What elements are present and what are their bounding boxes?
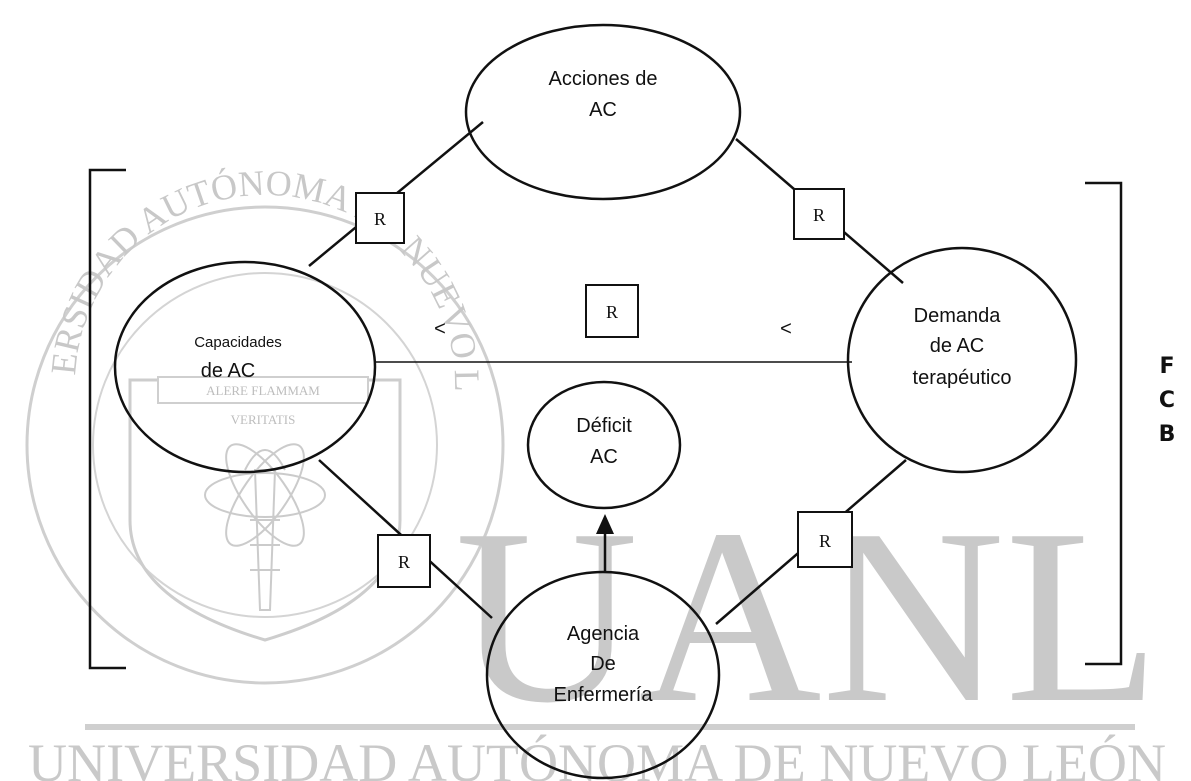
node-agencia-line1: Agencia: [567, 623, 640, 645]
r-label: R: [374, 209, 386, 229]
node-agencia-line2: De: [590, 653, 616, 675]
node-capacidades: Capacidades de AC: [113, 260, 377, 474]
r-label: R: [606, 302, 618, 322]
side-label: F C B: [1159, 354, 1176, 447]
side-label-c: C: [1159, 388, 1175, 413]
less-than-left: <: [434, 318, 446, 340]
side-label-b: B: [1159, 422, 1176, 447]
right-bracket: [1085, 181, 1123, 666]
node-acciones-line2: AC: [589, 99, 617, 121]
watermark-bottom-text: UNIVERSIDAD AUTÓNOMA DE NUEVO LEÓN: [28, 733, 1166, 781]
node-capacidades-line1: Capacidades: [194, 334, 282, 351]
r-box-top-right: R: [793, 188, 845, 240]
node-deficit-line2: AC: [590, 446, 618, 468]
node-acciones: Acciones de AC: [464, 23, 742, 201]
watermark-motto-2: VERITATIS: [231, 412, 296, 427]
less-than-right: <: [780, 318, 792, 340]
node-demanda-line3: terapéutico: [913, 367, 1012, 389]
node-deficit-line1: Déficit: [576, 415, 632, 437]
side-label-f: F: [1159, 354, 1174, 379]
node-demanda-line2: de AC: [930, 335, 984, 357]
r-label: R: [398, 552, 410, 572]
left-bracket: [88, 168, 126, 670]
r-box-center: R: [585, 284, 639, 338]
node-acciones-line1: Acciones de: [549, 68, 658, 90]
r-box-bottom-left: R: [377, 534, 431, 588]
r-box-bottom-right: R: [797, 511, 853, 568]
r-label: R: [813, 205, 825, 225]
watermark-motto-1: ALERE FLAMMAM: [206, 383, 320, 398]
node-demanda-line1: Demanda: [914, 305, 1002, 327]
node-deficit: Déficit AC: [526, 380, 682, 510]
node-capacidades-line2: de AC: [201, 360, 255, 382]
node-agencia: Agencia De Enfermería: [485, 570, 721, 780]
arrow-head-icon: [596, 514, 614, 534]
r-label: R: [819, 531, 831, 551]
watermark-rule: [85, 724, 1135, 730]
node-agencia-line3: Enfermería: [554, 684, 654, 706]
node-demanda: Demanda de AC terapéutico: [846, 246, 1078, 474]
r-box-top-left: R: [355, 192, 405, 244]
